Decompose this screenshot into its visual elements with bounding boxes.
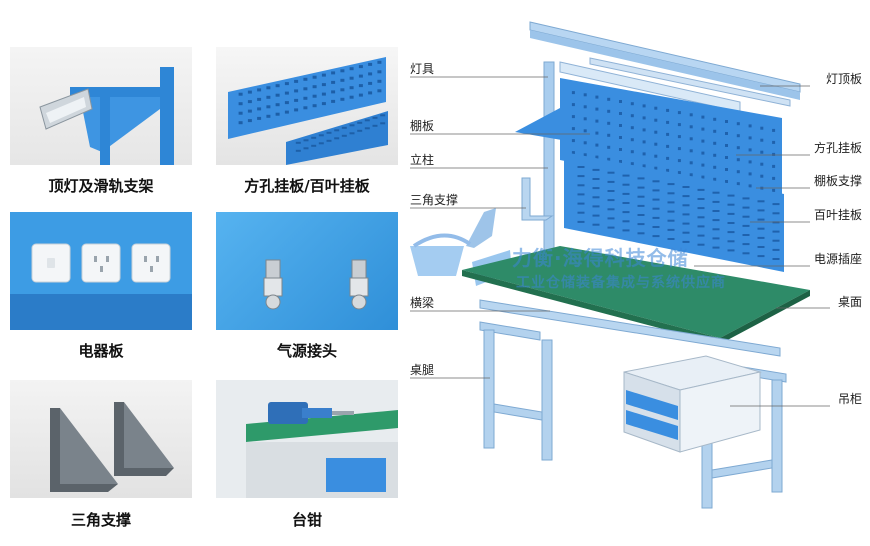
lamp-bracket-illustration <box>39 67 174 165</box>
triangle-support-part <box>521 177 554 221</box>
caption-panels: 方孔挂板/百叶挂板 <box>244 177 370 195</box>
label-crossbeam: 横梁 <box>410 296 435 310</box>
left-leg-frame <box>479 321 553 461</box>
leader-lines <box>410 76 830 407</box>
label-lamp: 灯具 <box>410 62 435 76</box>
label-hanging-cabinet: 吊柜 <box>837 392 862 406</box>
brand-watermark: 力衡·海得科技仓储 工业仓储装备集成与系统供应商 <box>404 206 804 296</box>
label-worktop: 桌面 <box>837 295 862 309</box>
caption-bench-vise: 台钳 <box>291 511 322 529</box>
caption-air-connector: 气源接头 <box>276 342 337 360</box>
whale-logo-icon <box>410 208 496 276</box>
label-column: 立柱 <box>410 153 435 167</box>
panels-illustration <box>228 57 388 165</box>
tile-lamp-bracket-photo <box>10 47 192 165</box>
tile-panels-photo <box>216 47 398 165</box>
bench-vise-illustration <box>246 402 398 498</box>
caption-lamp-bracket: 顶灯及滑轨支架 <box>48 177 154 195</box>
tile-triangle-support-photo <box>10 380 192 498</box>
crossbeam <box>479 299 781 357</box>
label-shelf-support: 棚板支撑 <box>813 174 862 188</box>
triangle-support-illustration <box>50 402 174 492</box>
watermark-title: 力衡·海得科技仓储 <box>512 246 689 270</box>
square-hole-panel <box>560 78 782 204</box>
caption-triangle-support: 三角支撑 <box>70 511 131 529</box>
tile-electrical-panel-photo <box>10 212 192 330</box>
watermark-subtitle: 工业仓储装备集成与系统供应商 <box>516 275 726 291</box>
label-lamp-top-board: 灯顶板 <box>825 72 862 86</box>
label-table-leg: 桌腿 <box>410 363 435 377</box>
label-square-hole-panel: 方孔挂板 <box>813 141 862 155</box>
label-power-socket: 电源插座 <box>813 252 862 266</box>
tile-bench-vise-photo <box>216 380 398 498</box>
electrical-panel-illustration <box>10 243 192 330</box>
label-shelf: 棚板 <box>410 119 435 133</box>
tile-air-connector-photo <box>216 212 398 330</box>
label-triangle-support: 三角支撑 <box>410 193 459 207</box>
lamp-fixture <box>589 57 791 107</box>
caption-electrical-panel: 电器板 <box>78 342 124 360</box>
worktop-green <box>462 246 810 338</box>
workbench-exploded-diagram <box>410 21 830 509</box>
label-louver-panel: 百叶挂板 <box>813 208 862 222</box>
hanging-cabinet <box>623 355 762 453</box>
air-connector-illustration <box>263 259 369 310</box>
